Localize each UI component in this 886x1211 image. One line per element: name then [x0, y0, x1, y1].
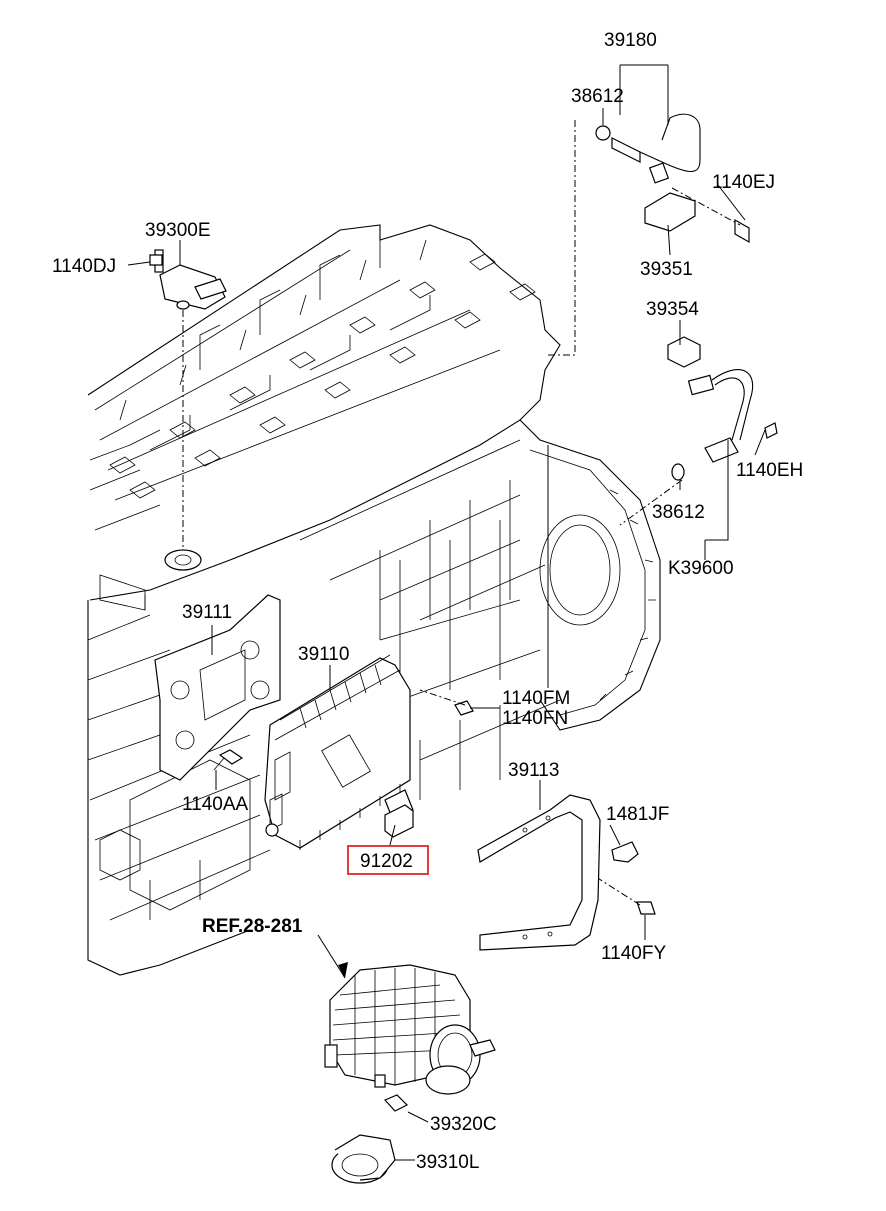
knock-sensor-K39600-drawing	[619, 336, 778, 526]
highlight-box-91202	[347, 845, 429, 875]
map-sensor-39300E-drawing	[154, 249, 227, 571]
bolts-drawing	[149, 254, 656, 915]
label-39310L[interactable]: 39310L	[416, 1152, 479, 1173]
label-ref-28-281[interactable]: REF.28-281	[202, 916, 303, 937]
label-39354[interactable]: 39354	[646, 299, 699, 320]
label-38612-top[interactable]: 38612	[571, 86, 624, 107]
label-39180[interactable]: 39180	[604, 30, 657, 51]
label-39300E[interactable]: 39300E	[145, 220, 211, 241]
label-1140EH[interactable]: 1140EH	[736, 460, 803, 481]
label-39351[interactable]: 39351	[640, 259, 693, 280]
label-1140FM[interactable]: 1140FM	[502, 688, 570, 709]
bracket-91202-drawing	[384, 804, 414, 838]
label-1140DJ[interactable]: 1140DJ	[52, 256, 116, 277]
label-38612-mid[interactable]: 38612	[652, 502, 705, 523]
label-K39600[interactable]: K39600	[668, 558, 734, 579]
label-39113[interactable]: 39113	[508, 760, 559, 781]
label-39111[interactable]: 39111	[182, 602, 232, 623]
air-housing-ref-drawing	[324, 964, 496, 1184]
label-1481JF[interactable]: 1481JF	[606, 804, 669, 825]
label-1140EJ[interactable]: 1140EJ	[712, 172, 775, 193]
label-1140FY[interactable]: 1140FY	[601, 943, 666, 964]
bracket-39113-drawing	[477, 794, 639, 951]
label-91202[interactable]: 91202	[360, 851, 413, 872]
label-1140FN[interactable]: 1140FN	[502, 708, 568, 729]
label-1140AA[interactable]: 1140AA	[182, 794, 249, 815]
label-39320C[interactable]: 39320C	[430, 1114, 497, 1135]
label-39110[interactable]: 39110	[298, 644, 349, 665]
bracket-39111-drawing	[154, 594, 281, 781]
crank-sensor-39180-drawing	[545, 113, 750, 356]
part-labels: 39180 38612 1140EJ 39351 39300E 1140DJ 3…	[52, 30, 803, 1173]
leader-lines	[127, 64, 766, 1161]
